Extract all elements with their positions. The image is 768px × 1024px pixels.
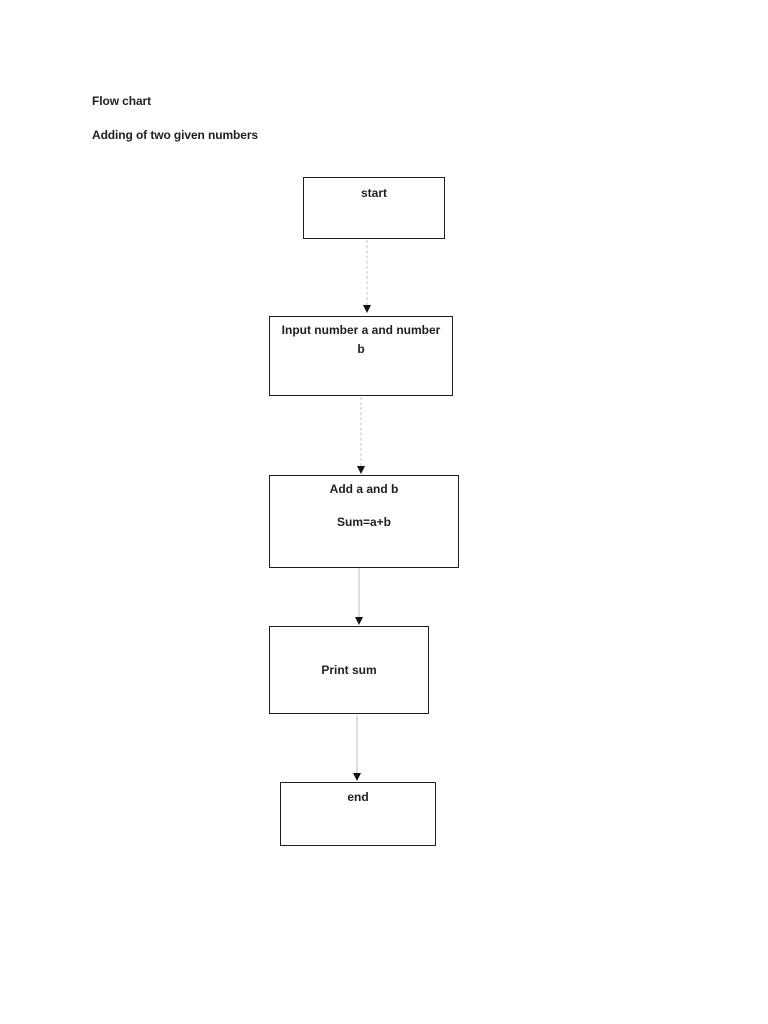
flowchart-node-add: Add a and b Sum=a+b [269, 475, 459, 568]
doc-title: Flow chart [92, 94, 152, 108]
node-print-label: Print sum [321, 662, 377, 677]
flowchart-node-start: start [303, 177, 445, 239]
flowchart-node-end: end [280, 782, 436, 846]
node-add-line1: Add a and b [329, 482, 399, 496]
connector-print-to-end [352, 715, 362, 781]
doc-subtitle: Adding of two given numbers [92, 128, 258, 142]
connector-add-to-print [354, 568, 364, 625]
connector-line-dashed [360, 397, 362, 466]
node-input-line2: b [357, 342, 365, 356]
connector-start-to-input [362, 240, 372, 313]
arrow-down-icon [355, 617, 363, 625]
arrow-down-icon [353, 773, 361, 781]
connector-input-to-add [356, 397, 366, 474]
arrow-down-icon [357, 466, 365, 474]
node-input-line1: Input number a and number [281, 323, 441, 337]
connector-line-solid [356, 715, 358, 773]
node-add-line2: Sum=a+b [336, 515, 392, 529]
node-end-label: end [347, 790, 369, 804]
node-start-label: start [360, 186, 387, 200]
connector-line-solid [358, 568, 360, 617]
flowchart-node-input: Input number a and number b [269, 316, 453, 396]
flowchart-node-print: Print sum [269, 626, 429, 714]
connector-line-dashed [366, 240, 368, 305]
arrow-down-icon [363, 305, 371, 313]
